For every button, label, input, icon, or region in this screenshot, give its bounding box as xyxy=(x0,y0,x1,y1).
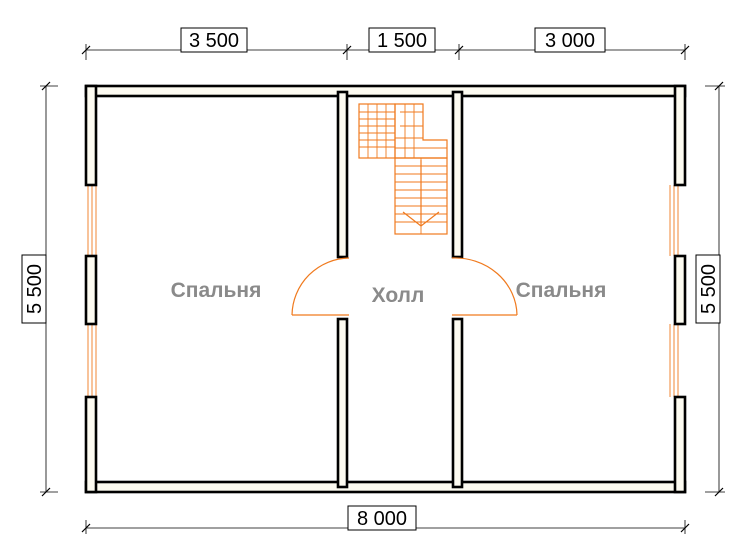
room-label-right-bedroom: Спальня xyxy=(516,279,607,302)
staircase xyxy=(358,103,448,235)
dimension-right: 5 500 xyxy=(698,264,720,314)
dimension-top-left: 3 500 xyxy=(189,30,239,52)
walls xyxy=(84,84,687,494)
bottom-dimension: 8 000 xyxy=(81,505,690,534)
dimension-top-right: 3 000 xyxy=(545,30,595,52)
door-swings xyxy=(291,257,518,316)
left-windows xyxy=(87,185,97,397)
dimension-bottom: 8 000 xyxy=(357,508,407,530)
right-dimension: 5 500 xyxy=(695,81,725,497)
room-label-left-bedroom: Спальня xyxy=(171,279,262,302)
room-label-hall: Холл xyxy=(372,284,425,307)
dimension-top-middle: 1 500 xyxy=(377,30,427,52)
dimension-left: 5 500 xyxy=(24,264,46,314)
top-dimension: 3 500 1 500 3 000 xyxy=(81,27,690,60)
right-windows xyxy=(669,185,679,397)
left-dimension: 5 500 xyxy=(21,81,58,497)
